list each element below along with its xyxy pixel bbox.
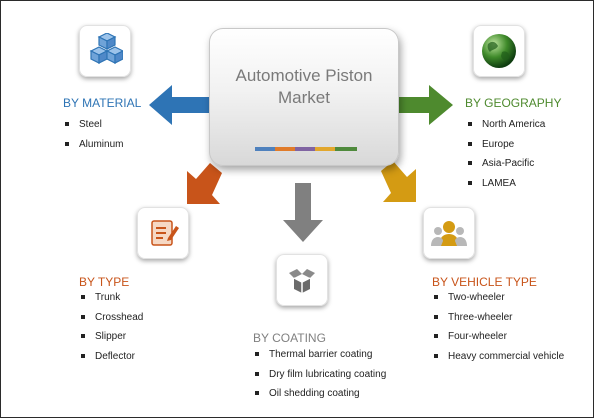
coating-arrow <box>283 183 323 242</box>
vehicle-list: Two-wheeler Three-wheeler Four-wheeler H… <box>432 291 564 369</box>
list-item: Three-wheeler <box>432 311 564 324</box>
coating-icon-box <box>276 254 328 306</box>
color-bar-3 <box>295 147 315 151</box>
color-bar-2 <box>275 147 295 151</box>
material-icon-box <box>79 25 131 77</box>
list-item: Oil shedding coating <box>253 387 386 400</box>
material-list: Steel Aluminum <box>63 118 123 157</box>
center-title: Automotive Piston Market <box>209 65 399 109</box>
type-icon-box <box>137 207 189 259</box>
list-item: Slipper <box>79 330 143 343</box>
center-title-line-2: Market <box>278 88 330 107</box>
people-group-icon <box>431 221 467 246</box>
material-arrow <box>149 85 209 125</box>
list-item: Trunk <box>79 291 143 304</box>
list-item: Aluminum <box>63 138 123 151</box>
vehicle-heading: BY VEHICLE TYPE <box>432 275 537 289</box>
list-item: Asia-Pacific <box>466 157 545 170</box>
vehicle-icon-box <box>423 207 475 259</box>
type-arrow <box>187 163 222 204</box>
geography-icon-box <box>473 25 525 77</box>
material-heading: BY MATERIAL <box>63 96 142 110</box>
list-item: Steel <box>63 118 123 131</box>
list-item: Two-wheeler <box>432 291 564 304</box>
globe-icon <box>482 34 516 68</box>
color-bar-4 <box>315 147 335 151</box>
list-item: LAMEA <box>466 177 545 190</box>
vehicle-arrow <box>381 161 416 202</box>
geography-arrow <box>399 85 453 125</box>
color-bar-1 <box>255 147 275 151</box>
cubes-icon <box>89 33 123 64</box>
center-box: Automotive Piston Market <box>209 28 399 166</box>
geography-list: North America Europe Asia-Pacific LAMEA <box>466 118 545 196</box>
center-title-line-1: Automotive Piston <box>235 66 373 85</box>
type-list: Trunk Crosshead Slipper Deflector <box>79 291 143 369</box>
open-box-icon <box>289 269 315 293</box>
type-heading: BY TYPE <box>79 275 130 289</box>
list-item: Deflector <box>79 350 143 363</box>
coating-list: Thermal barrier coating Dry film lubrica… <box>253 348 386 407</box>
list-item: Four-wheeler <box>432 330 564 343</box>
document-pen-icon <box>151 220 179 246</box>
list-item: Dry film lubricating coating <box>253 368 386 381</box>
list-item: North America <box>466 118 545 131</box>
list-item: Heavy commercial vehicle <box>432 350 564 363</box>
color-bar-5 <box>335 147 357 151</box>
coating-heading: BY COATING <box>253 331 326 345</box>
list-item: Crosshead <box>79 311 143 324</box>
geography-heading: BY GEOGRAPHY <box>465 96 562 110</box>
list-item: Thermal barrier coating <box>253 348 386 361</box>
list-item: Europe <box>466 138 545 151</box>
